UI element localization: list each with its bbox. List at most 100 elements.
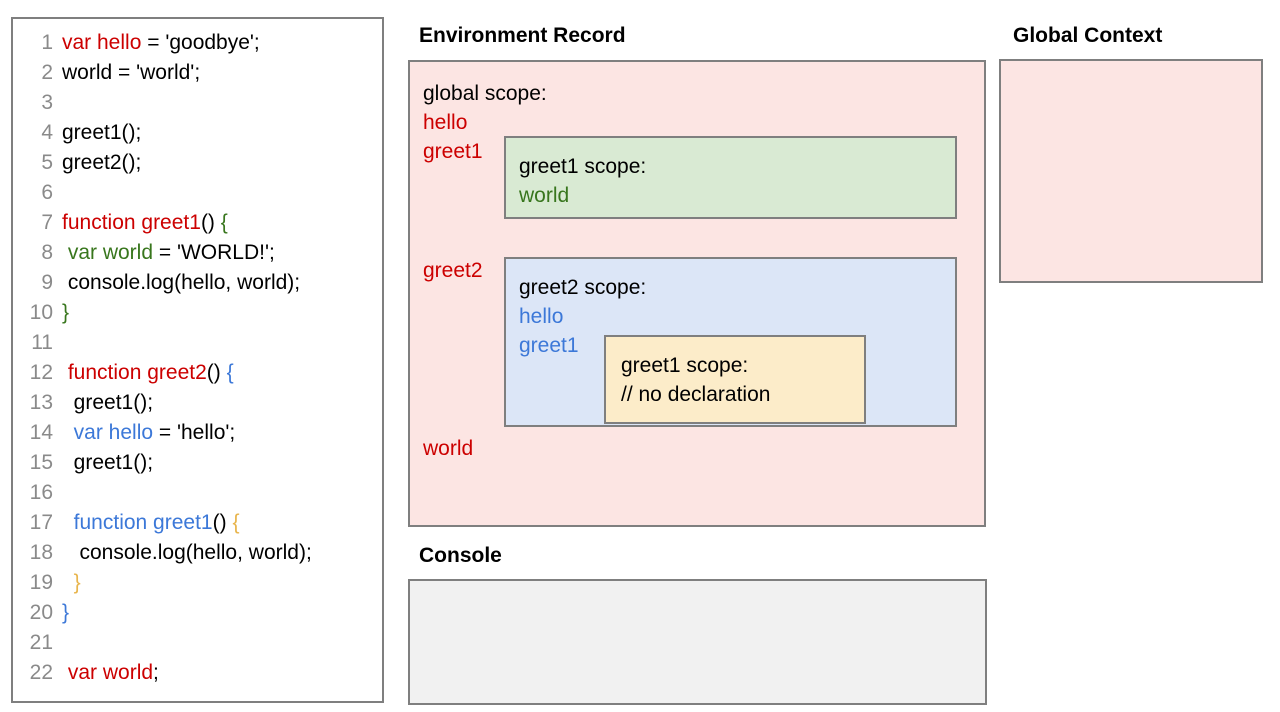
code-token: greet1(); — [62, 121, 142, 144]
code-line-text: } — [62, 298, 69, 328]
code-line-text: var world = 'WORLD!'; — [62, 238, 275, 268]
code-line[interactable]: 12 function greet2() { — [13, 358, 382, 388]
code-line-text: } — [62, 598, 69, 628]
code-token: { — [226, 361, 234, 384]
line-number: 11 — [31, 331, 53, 354]
code-token — [62, 421, 74, 444]
global-scope-box: global scope: hello greet1 greet2 world … — [408, 60, 986, 527]
code-token — [62, 571, 74, 594]
code-line[interactable]: 6 — [13, 178, 382, 208]
code-line[interactable]: 17 function greet1() { — [13, 508, 382, 538]
global-binding-hello: hello — [423, 111, 468, 134]
code-line[interactable]: 18 console.log(hello, world); — [13, 538, 382, 568]
code-token: greet2(); — [62, 151, 142, 174]
code-line[interactable]: 7 function greet1() { — [13, 208, 382, 238]
line-number: 9 — [41, 271, 53, 294]
global-scope-heading: global scope: — [423, 82, 547, 105]
code-line-text: var hello = 'hello'; — [62, 418, 236, 448]
code-line[interactable]: 3 — [13, 88, 382, 118]
code-line[interactable]: 21 — [13, 628, 382, 658]
line-number: 5 — [41, 151, 53, 174]
code-line[interactable]: 14 var hello = 'hello'; — [13, 418, 382, 448]
code-line[interactable]: 20} — [13, 598, 382, 628]
code-token: var world — [62, 241, 154, 264]
code-token: var hello — [62, 31, 142, 54]
code-line-text: greet2(); — [62, 148, 141, 178]
code-token: console.log(hello, world); — [62, 271, 301, 294]
code-line-text: } — [62, 568, 81, 598]
code-line[interactable]: 4 greet1(); — [13, 118, 382, 148]
line-number: 10 — [29, 301, 53, 324]
greet1-scope-box: greet1 scope: world — [504, 136, 957, 219]
code-token: { — [220, 211, 228, 234]
code-token: { — [232, 511, 240, 534]
code-line[interactable]: 9 console.log(hello, world); — [13, 268, 382, 298]
code-token: } — [62, 301, 70, 324]
code-token: function greet1 — [62, 211, 201, 234]
code-token: greet1(); — [62, 391, 154, 414]
line-number: 8 — [41, 241, 53, 264]
code-line-text: greet1(); — [62, 448, 153, 478]
code-token: function greet2 — [67, 361, 207, 384]
code-line[interactable]: 8 var world = 'WORLD!'; — [13, 238, 382, 268]
code-line[interactable]: 10} — [13, 298, 382, 328]
code-line-text: console.log(hello, world); — [62, 538, 312, 568]
line-number: 13 — [29, 391, 53, 414]
code-line-text: var world; — [62, 658, 159, 688]
console-title: Console — [419, 544, 502, 567]
environment-record-title: Environment Record — [419, 24, 626, 47]
code-token: () — [200, 211, 221, 234]
line-number: 18 — [29, 541, 53, 564]
line-number: 3 — [41, 91, 53, 114]
line-number: 15 — [29, 451, 53, 474]
greet2-scope-box: greet2 scope: hello greet1 greet1 scope:… — [504, 257, 957, 427]
code-line-text: var hello = 'goodbye'; — [62, 28, 260, 58]
code-token: function greet1 — [73, 511, 213, 534]
line-number: 4 — [41, 121, 53, 144]
code-token: var world — [67, 661, 154, 684]
greet1-binding-world: world — [519, 184, 570, 207]
code-line-text: function greet1() { — [62, 508, 240, 538]
line-number: 1 — [41, 31, 53, 54]
line-number: 21 — [29, 631, 53, 654]
code-line[interactable]: 19 } — [13, 568, 382, 598]
global-context-title: Global Context — [1013, 24, 1163, 47]
code-token: = 'WORLD!'; — [153, 241, 275, 264]
global-binding-greet2: greet2 — [423, 259, 483, 282]
line-number: 22 — [29, 661, 53, 684]
code-line-text: world = 'world'; — [62, 58, 200, 88]
line-number: 6 — [41, 181, 53, 204]
code-line[interactable]: 5 greet2(); — [13, 148, 382, 178]
code-line[interactable]: 16 — [13, 478, 382, 508]
code-line[interactable]: 15 greet1(); — [13, 448, 382, 478]
greet2-scope-heading: greet2 scope: — [519, 276, 647, 299]
code-token: () — [206, 361, 227, 384]
code-token: = 'hello'; — [153, 421, 236, 444]
code-line-text: function greet1() { — [62, 208, 228, 238]
global-binding-world: world — [423, 437, 474, 460]
line-number: 14 — [29, 421, 53, 444]
code-token: greet1(); — [62, 451, 154, 474]
console-output-box[interactable] — [408, 579, 987, 705]
line-number: 7 — [41, 211, 53, 234]
code-line-text: function greet2() { — [62, 358, 234, 388]
code-line[interactable]: 11 — [13, 328, 382, 358]
greet2-binding-greet1: greet1 — [519, 334, 579, 357]
code-line[interactable]: 22 var world; — [13, 658, 382, 688]
code-token: console.log(hello, world); — [62, 541, 312, 564]
code-token: () — [212, 511, 233, 534]
code-line[interactable]: 1 var hello = 'goodbye'; — [13, 28, 382, 58]
code-token: ; — [153, 661, 159, 684]
global-binding-greet1: greet1 — [423, 140, 483, 163]
code-token — [62, 511, 74, 534]
global-context-box — [999, 59, 1263, 283]
code-line-text: greet1(); — [62, 118, 141, 148]
code-token: var hello — [73, 421, 154, 444]
code-line-text: greet1(); — [62, 388, 153, 418]
code-line[interactable]: 13 greet1(); — [13, 388, 382, 418]
line-number: 19 — [29, 571, 53, 594]
line-number: 17 — [29, 511, 53, 534]
